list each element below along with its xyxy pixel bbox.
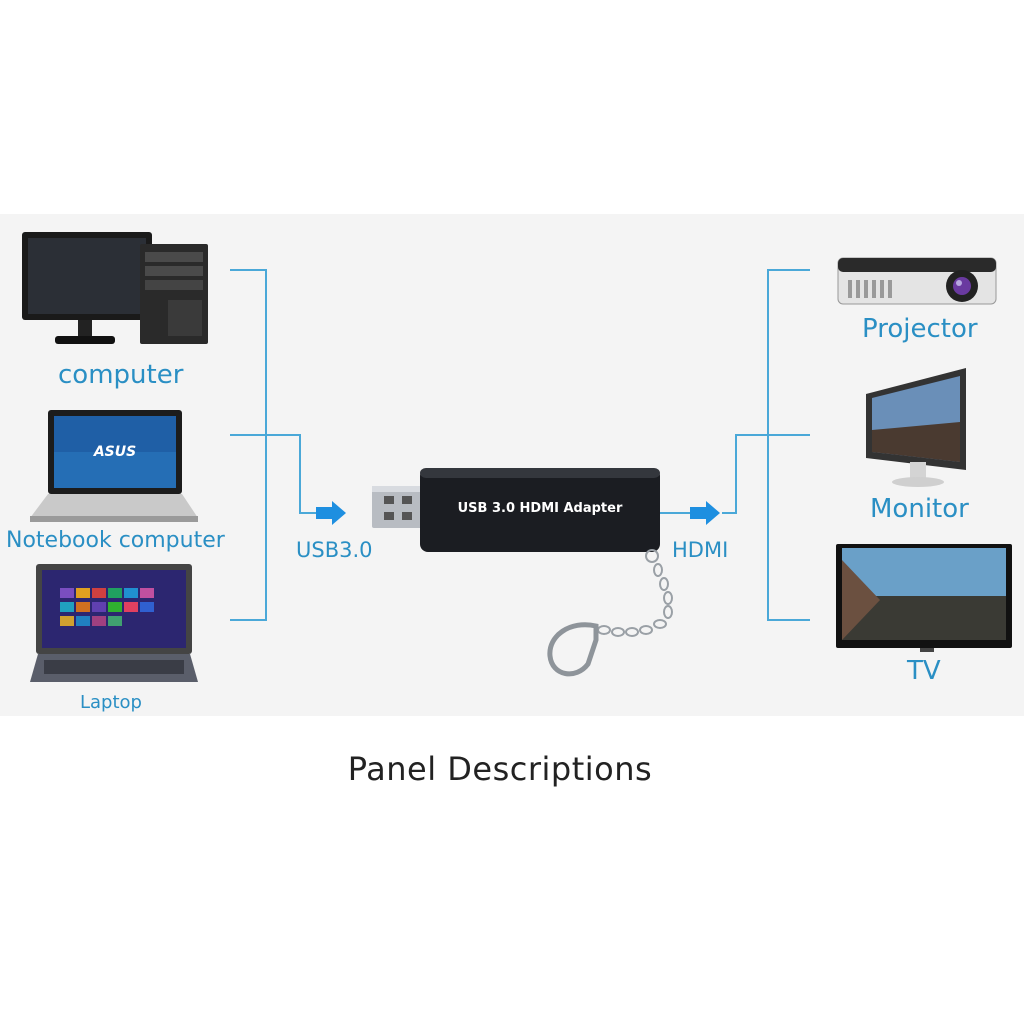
usb-connection-label: USB3.0	[296, 538, 373, 562]
panel-caption: Panel Descriptions	[347, 750, 653, 788]
right-connector-lines	[656, 269, 810, 621]
hdmi-connection-label: HDMI	[672, 538, 729, 562]
tv-icon	[836, 544, 1012, 652]
left-connector-lines	[230, 269, 316, 621]
laptop-screen-brand: ASUS	[93, 444, 136, 460]
laptop-icon	[30, 564, 198, 682]
usb-hdmi-adapter-icon: USB 3.0 HDMI Adapter	[372, 468, 673, 677]
notebook-computer-icon: ASUS	[30, 410, 198, 522]
notebook-computer-label: Notebook computer	[6, 528, 225, 553]
laptop-label: Laptop	[80, 692, 142, 713]
projector-icon	[837, 257, 997, 305]
monitor-label: Monitor	[870, 494, 969, 524]
monitor-icon	[866, 368, 966, 487]
computer-label: computer	[58, 360, 184, 390]
tv-label: TV	[907, 656, 941, 686]
projector-label: Projector	[862, 314, 978, 344]
usb-arrow-icon	[316, 501, 346, 525]
adapter-label: USB 3.0 HDMI Adapter	[458, 501, 623, 516]
hdmi-arrow-icon	[690, 501, 720, 525]
desktop-computer-icon	[22, 232, 208, 344]
